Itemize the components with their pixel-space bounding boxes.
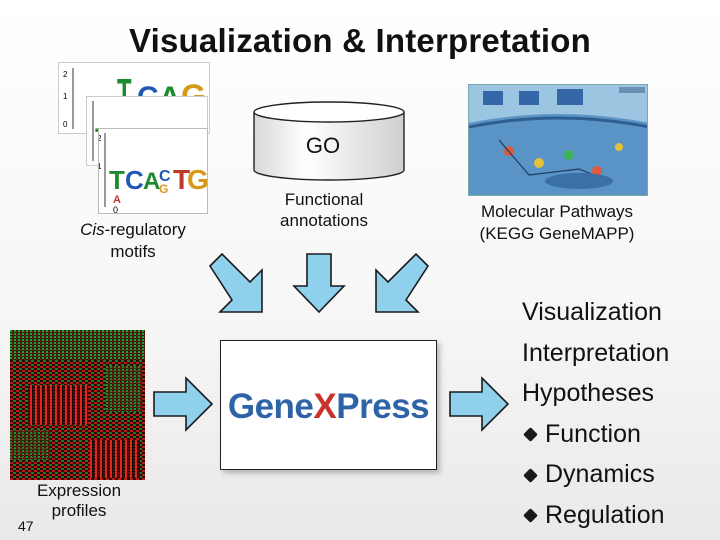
genexpress-logo: GeneXPress <box>221 387 436 427</box>
svg-text:0: 0 <box>113 205 118 213</box>
svg-text:2: 2 <box>99 134 102 143</box>
expression-caption: Expression profiles <box>14 481 144 521</box>
svg-text:G: G <box>159 182 168 196</box>
genexpress-logo-box: GeneXPress <box>220 340 437 470</box>
left-diagonal-arrow-icon <box>208 252 263 313</box>
expression-arrow-icon <box>153 376 214 432</box>
slide-title: Visualization & Interpretation <box>129 22 591 59</box>
svg-text:C: C <box>159 168 171 185</box>
output-arrow-icon <box>449 376 510 432</box>
output-subitem-dynamics-label: Dynamics <box>545 460 655 488</box>
output-subitem-dynamics: Dynamics <box>522 454 669 495</box>
go-caption: Functional annotations <box>244 189 404 231</box>
pathway-caption-line1: Molecular Pathways <box>480 202 634 221</box>
svg-text:0: 0 <box>63 120 68 129</box>
output-item-interpretation: Interpretation <box>522 338 670 367</box>
motif-caption-line2: motifs <box>110 242 156 261</box>
pathway-graphic <box>469 85 647 195</box>
output-subitem-function: Function <box>522 414 669 455</box>
motif-caption-italic: Cis <box>80 220 105 239</box>
expression-caption-line2: profiles <box>51 501 107 520</box>
output-subitem-regulation: Regulation <box>522 495 669 536</box>
output-subitem-function-label: Function <box>545 419 641 448</box>
go-caption-line2: annotations <box>280 211 368 230</box>
pathway-image <box>468 84 648 196</box>
svg-text:A: A <box>113 194 121 206</box>
svg-text:1: 1 <box>99 162 102 171</box>
go-database-icon <box>253 101 405 181</box>
motif-logo-front-graphic: 2 1 T C A C G T G A 0 <box>99 133 207 213</box>
down-arrow-icon <box>292 253 346 314</box>
svg-text:A: A <box>143 168 160 195</box>
bullet-icon <box>523 468 538 483</box>
output-subitem-regulation-label: Regulation <box>545 500 665 529</box>
go-label: GO <box>305 133 341 158</box>
svg-text:1: 1 <box>63 92 68 101</box>
svg-text:C: C <box>125 165 144 195</box>
output-item-visualization: Visualization <box>522 298 662 326</box>
svg-text:G: G <box>187 164 207 195</box>
svg-text:2: 2 <box>63 70 68 79</box>
pathway-caption-line2: (KEGG GeneMAPP) <box>479 224 635 243</box>
svg-text:T: T <box>109 165 125 195</box>
input-arrows <box>208 252 430 314</box>
svg-text:T: T <box>173 164 190 195</box>
logo-part-gene: Gene <box>227 387 314 426</box>
go-caption-line1: Functional <box>284 190 364 209</box>
motif-caption-rest: -regulatory <box>104 220 186 239</box>
output-item-hypotheses: Hypotheses <box>522 379 655 407</box>
motif-logo-front: 2 1 T C A C G T G A 0 <box>98 128 208 214</box>
output-list: Visualization Interpretation Hypotheses … <box>522 292 669 535</box>
expression-heatmap <box>10 330 145 480</box>
bullet-icon <box>523 427 538 443</box>
right-diagonal-arrow-icon <box>375 252 430 313</box>
expression-heatmap-graphic <box>10 330 145 480</box>
motif-logos: 2 1 0 T C A G T C A G T G 2 1 T C A C G <box>58 62 210 214</box>
pathway-caption: Molecular Pathways (KEGG GeneMAPP) <box>446 201 668 245</box>
expression-caption-line1: Expression <box>36 481 122 500</box>
logo-part-press: Press <box>336 387 430 426</box>
logo-part-x: X <box>313 387 337 426</box>
motif-caption: Cis-regulatory motifs <box>58 219 208 263</box>
bullet-icon <box>523 508 538 524</box>
page-number: 47 <box>18 518 34 534</box>
